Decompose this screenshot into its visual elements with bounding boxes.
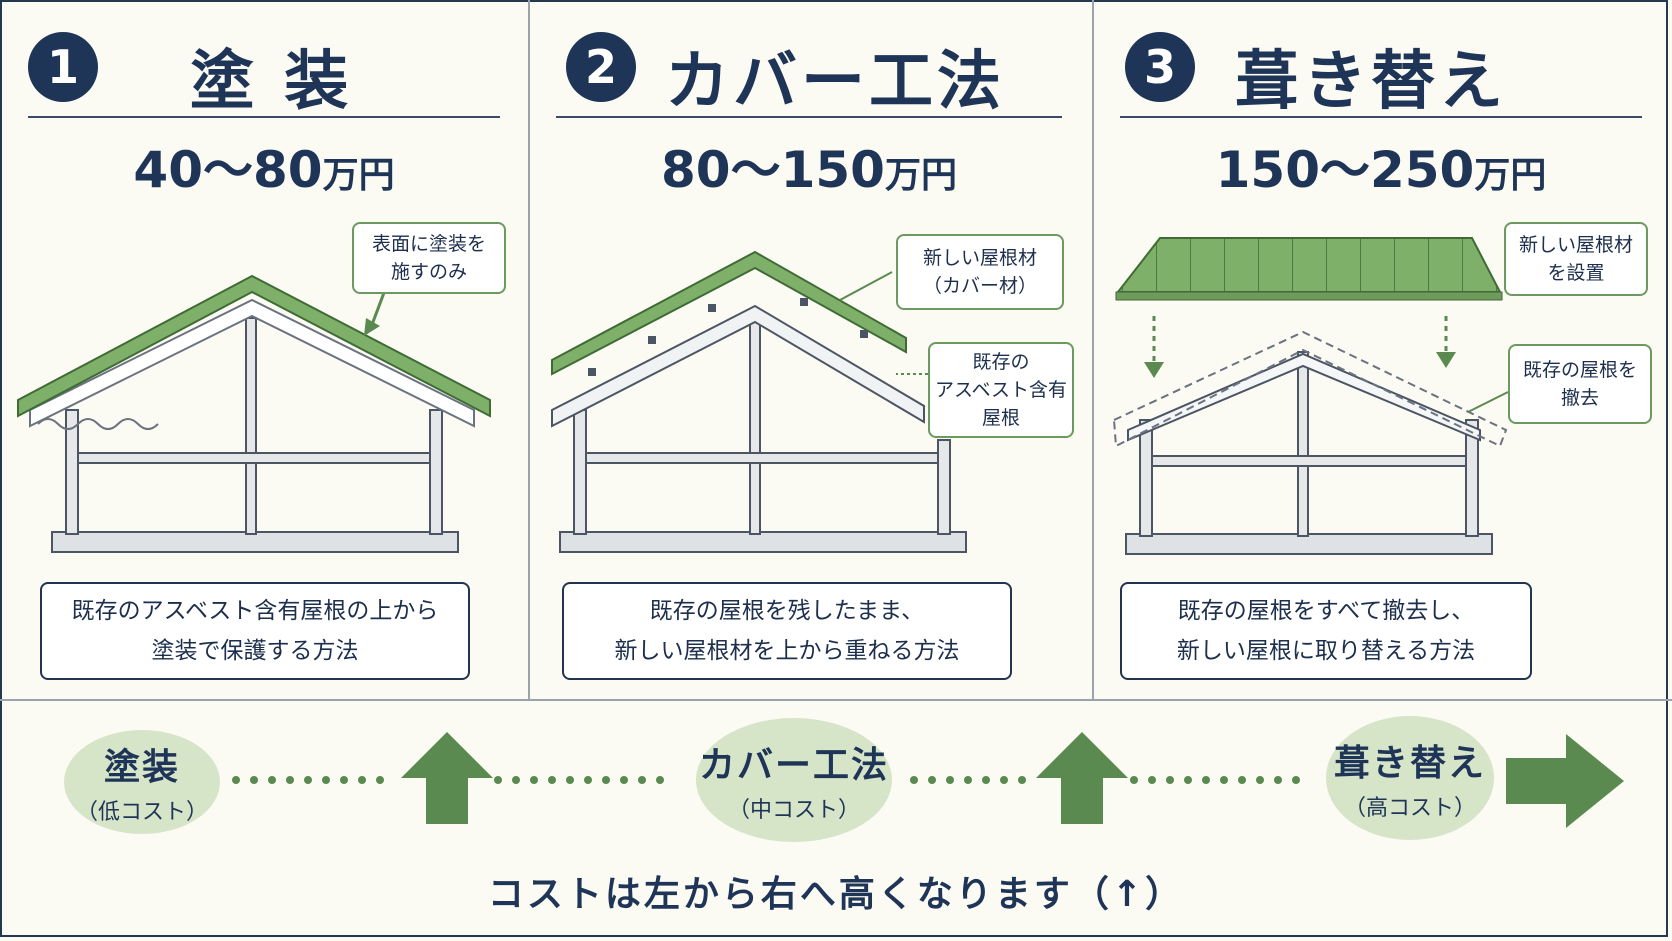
cost-name-high: 葺き替え	[1333, 743, 1486, 784]
price-2: 80～150万円	[556, 130, 1062, 202]
panel-divider-1	[528, 0, 530, 700]
title-rule-2	[556, 116, 1062, 118]
up-arrow-2	[1036, 732, 1128, 824]
right-arrow	[1506, 734, 1624, 828]
description-box-2: 既存の屋根を残したまま、 新しい屋根材を上から重ねる方法	[562, 582, 1012, 680]
description-2: 既存の屋根を残したまま、 新しい屋根材を上から重ねる方法	[614, 598, 960, 664]
footer-note: コストは左から右へ高くなります（↑）	[487, 874, 1185, 915]
callout-paint-surface: 表面に塗装を 施すのみ	[352, 222, 506, 294]
house-1	[17, 274, 491, 553]
section-divider	[0, 699, 1672, 701]
method-title-2: カバー工法	[665, 45, 1005, 119]
description-3: 既存の屋根をすべて撤去し、 新しい屋根に取り替える方法	[1176, 598, 1476, 664]
cost-ellipse-mid: カバー工法 （中コスト）	[696, 718, 892, 842]
callout-pointer-2a	[839, 271, 893, 301]
cost-ellipse-high: 葺き替え （高コスト）	[1326, 716, 1494, 840]
callout-existing-asbestos-roof: 既存の アスベスト含有 屋根	[928, 342, 1074, 438]
house-2	[551, 250, 967, 553]
cost-name-mid: カバー工法	[698, 745, 889, 786]
price-range-2: 80～150	[661, 141, 885, 199]
callout-pointer-3	[1467, 391, 1509, 413]
house-3	[1112, 237, 1508, 555]
title-rule-3	[1120, 116, 1642, 118]
price-1: 40～80万円	[28, 130, 500, 202]
price-3: 150～250万円	[1120, 130, 1642, 202]
price-unit-2: 万円	[884, 155, 957, 196]
up-arrow-1	[401, 732, 493, 824]
callout-install-new-roof: 新しい屋根材 を設置	[1504, 222, 1648, 296]
method-number-badge-2: 2	[566, 32, 636, 102]
description-1: 既存のアスベスト含有屋根の上から 塗装で保護する方法	[71, 598, 439, 664]
callout-remove-existing-roof: 既存の屋根を 撤去	[1508, 344, 1652, 424]
house-illustrations	[17, 237, 1509, 555]
description-box-1: 既存のアスベスト含有屋根の上から 塗装で保護する方法	[40, 582, 470, 680]
description-box-3: 既存の屋根をすべて撤去し、 新しい屋根に取り替える方法	[1120, 582, 1532, 680]
cost-ellipse-low: 塗装 （低コスト）	[64, 730, 220, 834]
price-range-3: 150～250	[1215, 141, 1475, 199]
cost-level-low: （低コスト）	[75, 800, 208, 825]
cost-level-high: （高コスト）	[1343, 796, 1476, 821]
title-rule-1	[28, 116, 500, 118]
callout-new-cover-material: 新しい屋根材 （カバー材）	[896, 234, 1064, 310]
price-range-1: 40～80	[133, 141, 323, 199]
price-unit-3: 万円	[1474, 155, 1547, 196]
method-title-1: 塗 装	[190, 45, 353, 119]
method-title-3: 葺き替え	[1235, 45, 1507, 119]
cost-level-mid: （中コスト）	[727, 798, 860, 823]
panel-divider-2	[1092, 0, 1094, 700]
price-unit-1: 万円	[322, 155, 395, 196]
callout-arrowhead-1	[364, 318, 380, 336]
method-number-badge-3: 3	[1125, 32, 1195, 102]
cost-name-low: 塗装	[103, 747, 180, 788]
method-number-badge-1: 1	[28, 32, 98, 102]
